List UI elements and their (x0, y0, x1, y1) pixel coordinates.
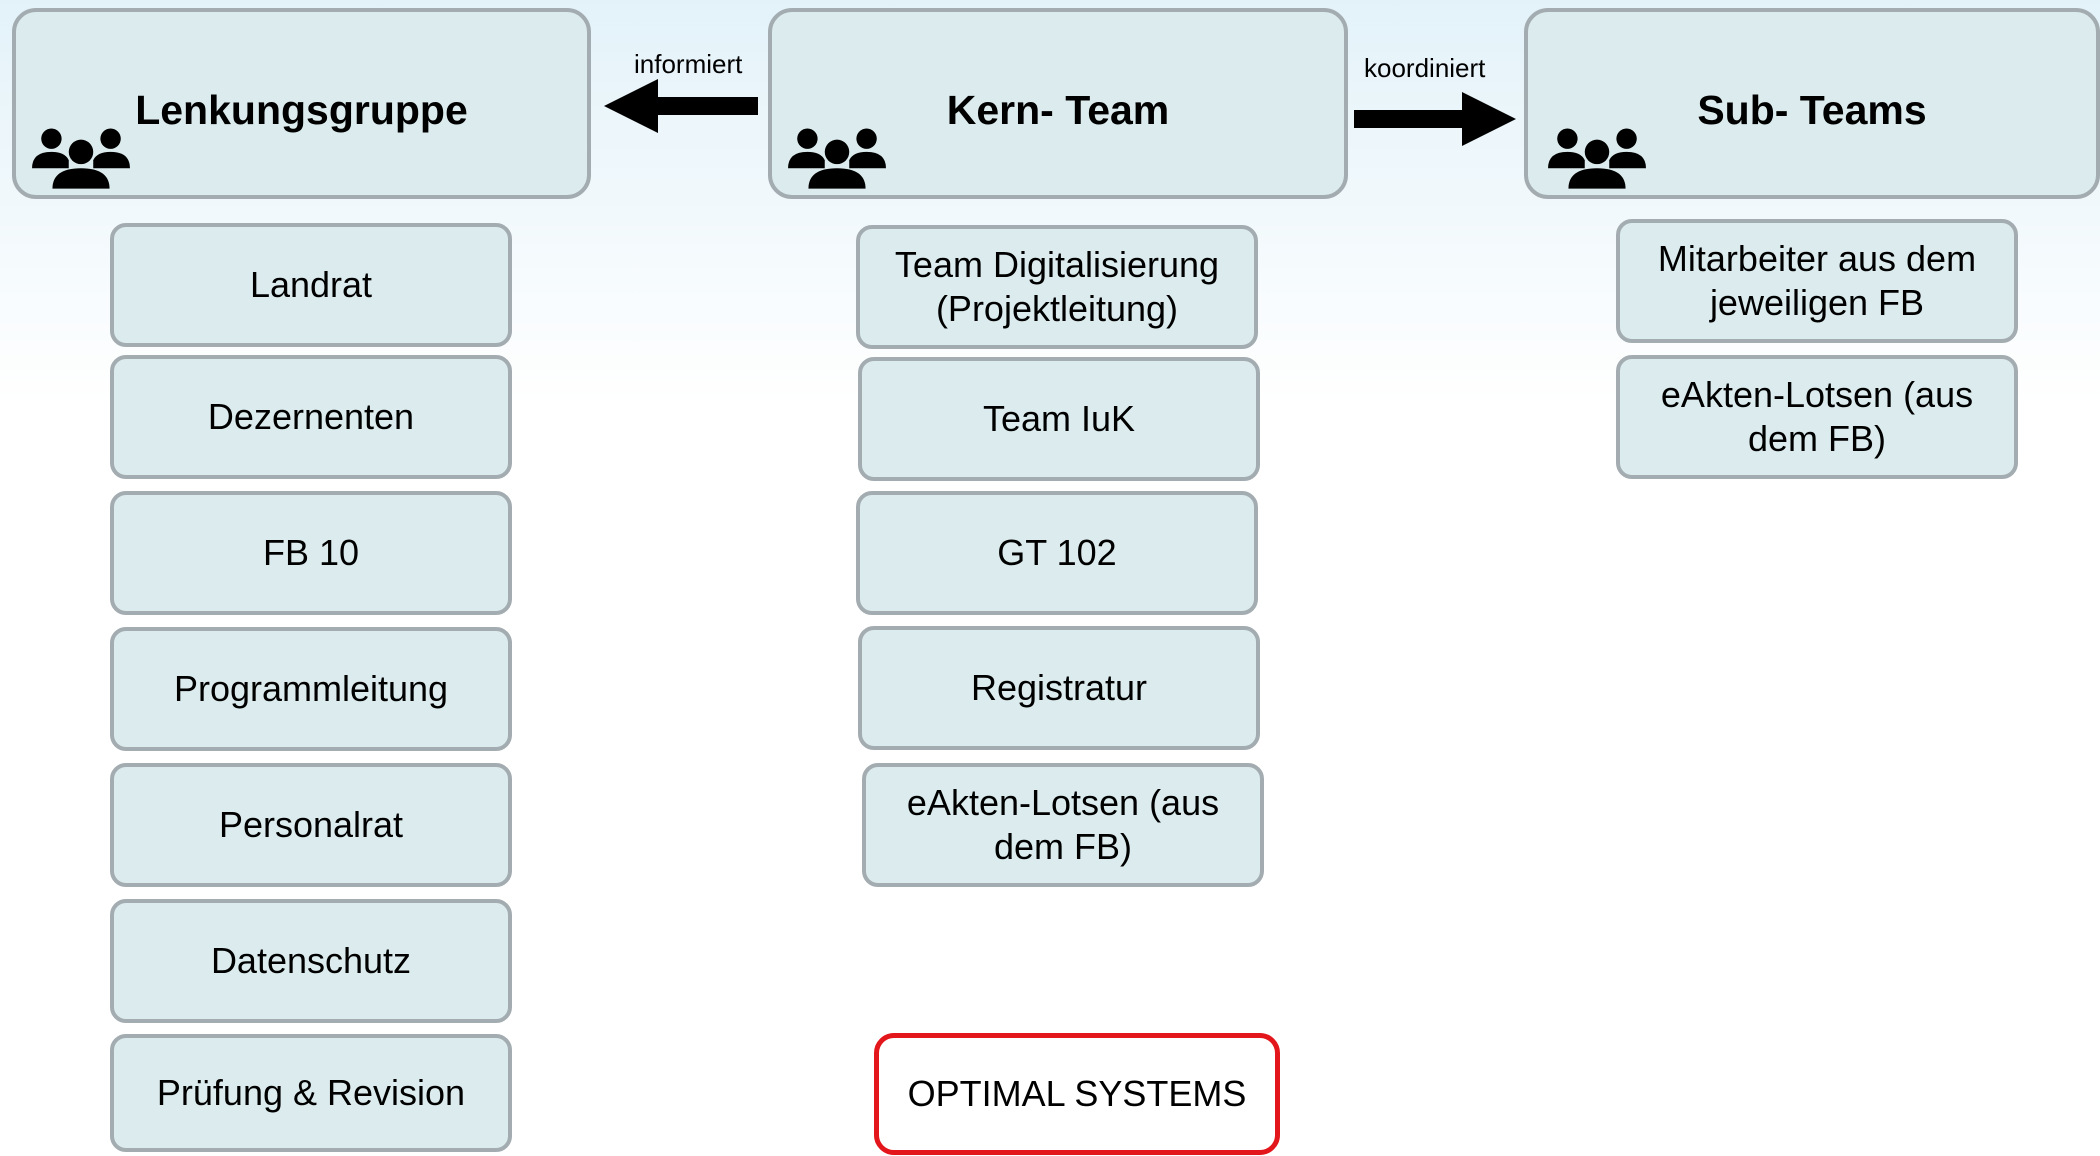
people-group-icon (788, 128, 886, 189)
lenkungsgruppe-item-dezernenten: Dezernenten (110, 355, 512, 479)
arrow-right-icon (1354, 92, 1516, 146)
arrow-label-informiert: informiert (634, 49, 743, 79)
people-group-icon (32, 128, 130, 189)
kern-team-item-registratur: Registratur (858, 626, 1260, 750)
arrow-label-koordiniert: koordiniert (1364, 53, 1486, 83)
arrow-left-icon (604, 79, 758, 133)
lenkungsgruppe-item-fb10: FB 10 (110, 491, 512, 615)
sub-teams-header: Sub- Teams (1524, 8, 2100, 199)
kern-team-item-iuk: Team IuK (858, 357, 1260, 481)
lenkungsgruppe-title: Lenkungsgruppe (135, 87, 468, 133)
lenkungsgruppe-header: Lenkungsgruppe (12, 8, 591, 199)
kern-team-item-eakten-lotsen: eAkten-Lotsen (aus dem FB) (862, 763, 1264, 887)
kern-team-header: Kern- Team (768, 8, 1348, 199)
lenkungsgruppe-item-pruefung: Prüfung & Revision (110, 1034, 512, 1152)
vendor-optimal-systems: OPTIMAL SYSTEMS (874, 1033, 1280, 1155)
lenkungsgruppe-item-programmleitung: Programmleitung (110, 627, 512, 751)
sub-teams-item-mitarbeiter: Mitarbeiter aus dem jeweiligen FB (1616, 219, 2018, 343)
lenkungsgruppe-item-personalrat: Personalrat (110, 763, 512, 887)
lenkungsgruppe-item-landrat: Landrat (110, 223, 512, 347)
kern-team-item-digitalisierung: Team Digitalisierung (Projektleitung) (856, 225, 1258, 349)
kern-team-item-gt102: GT 102 (856, 491, 1258, 615)
sub-teams-item-eakten-lotsen: eAkten-Lotsen (aus dem FB) (1616, 355, 2018, 479)
sub-teams-title: Sub- Teams (1697, 87, 1927, 133)
people-group-icon (1548, 128, 1646, 189)
lenkungsgruppe-item-datenschutz: Datenschutz (110, 899, 512, 1023)
kern-team-title: Kern- Team (946, 87, 1170, 133)
